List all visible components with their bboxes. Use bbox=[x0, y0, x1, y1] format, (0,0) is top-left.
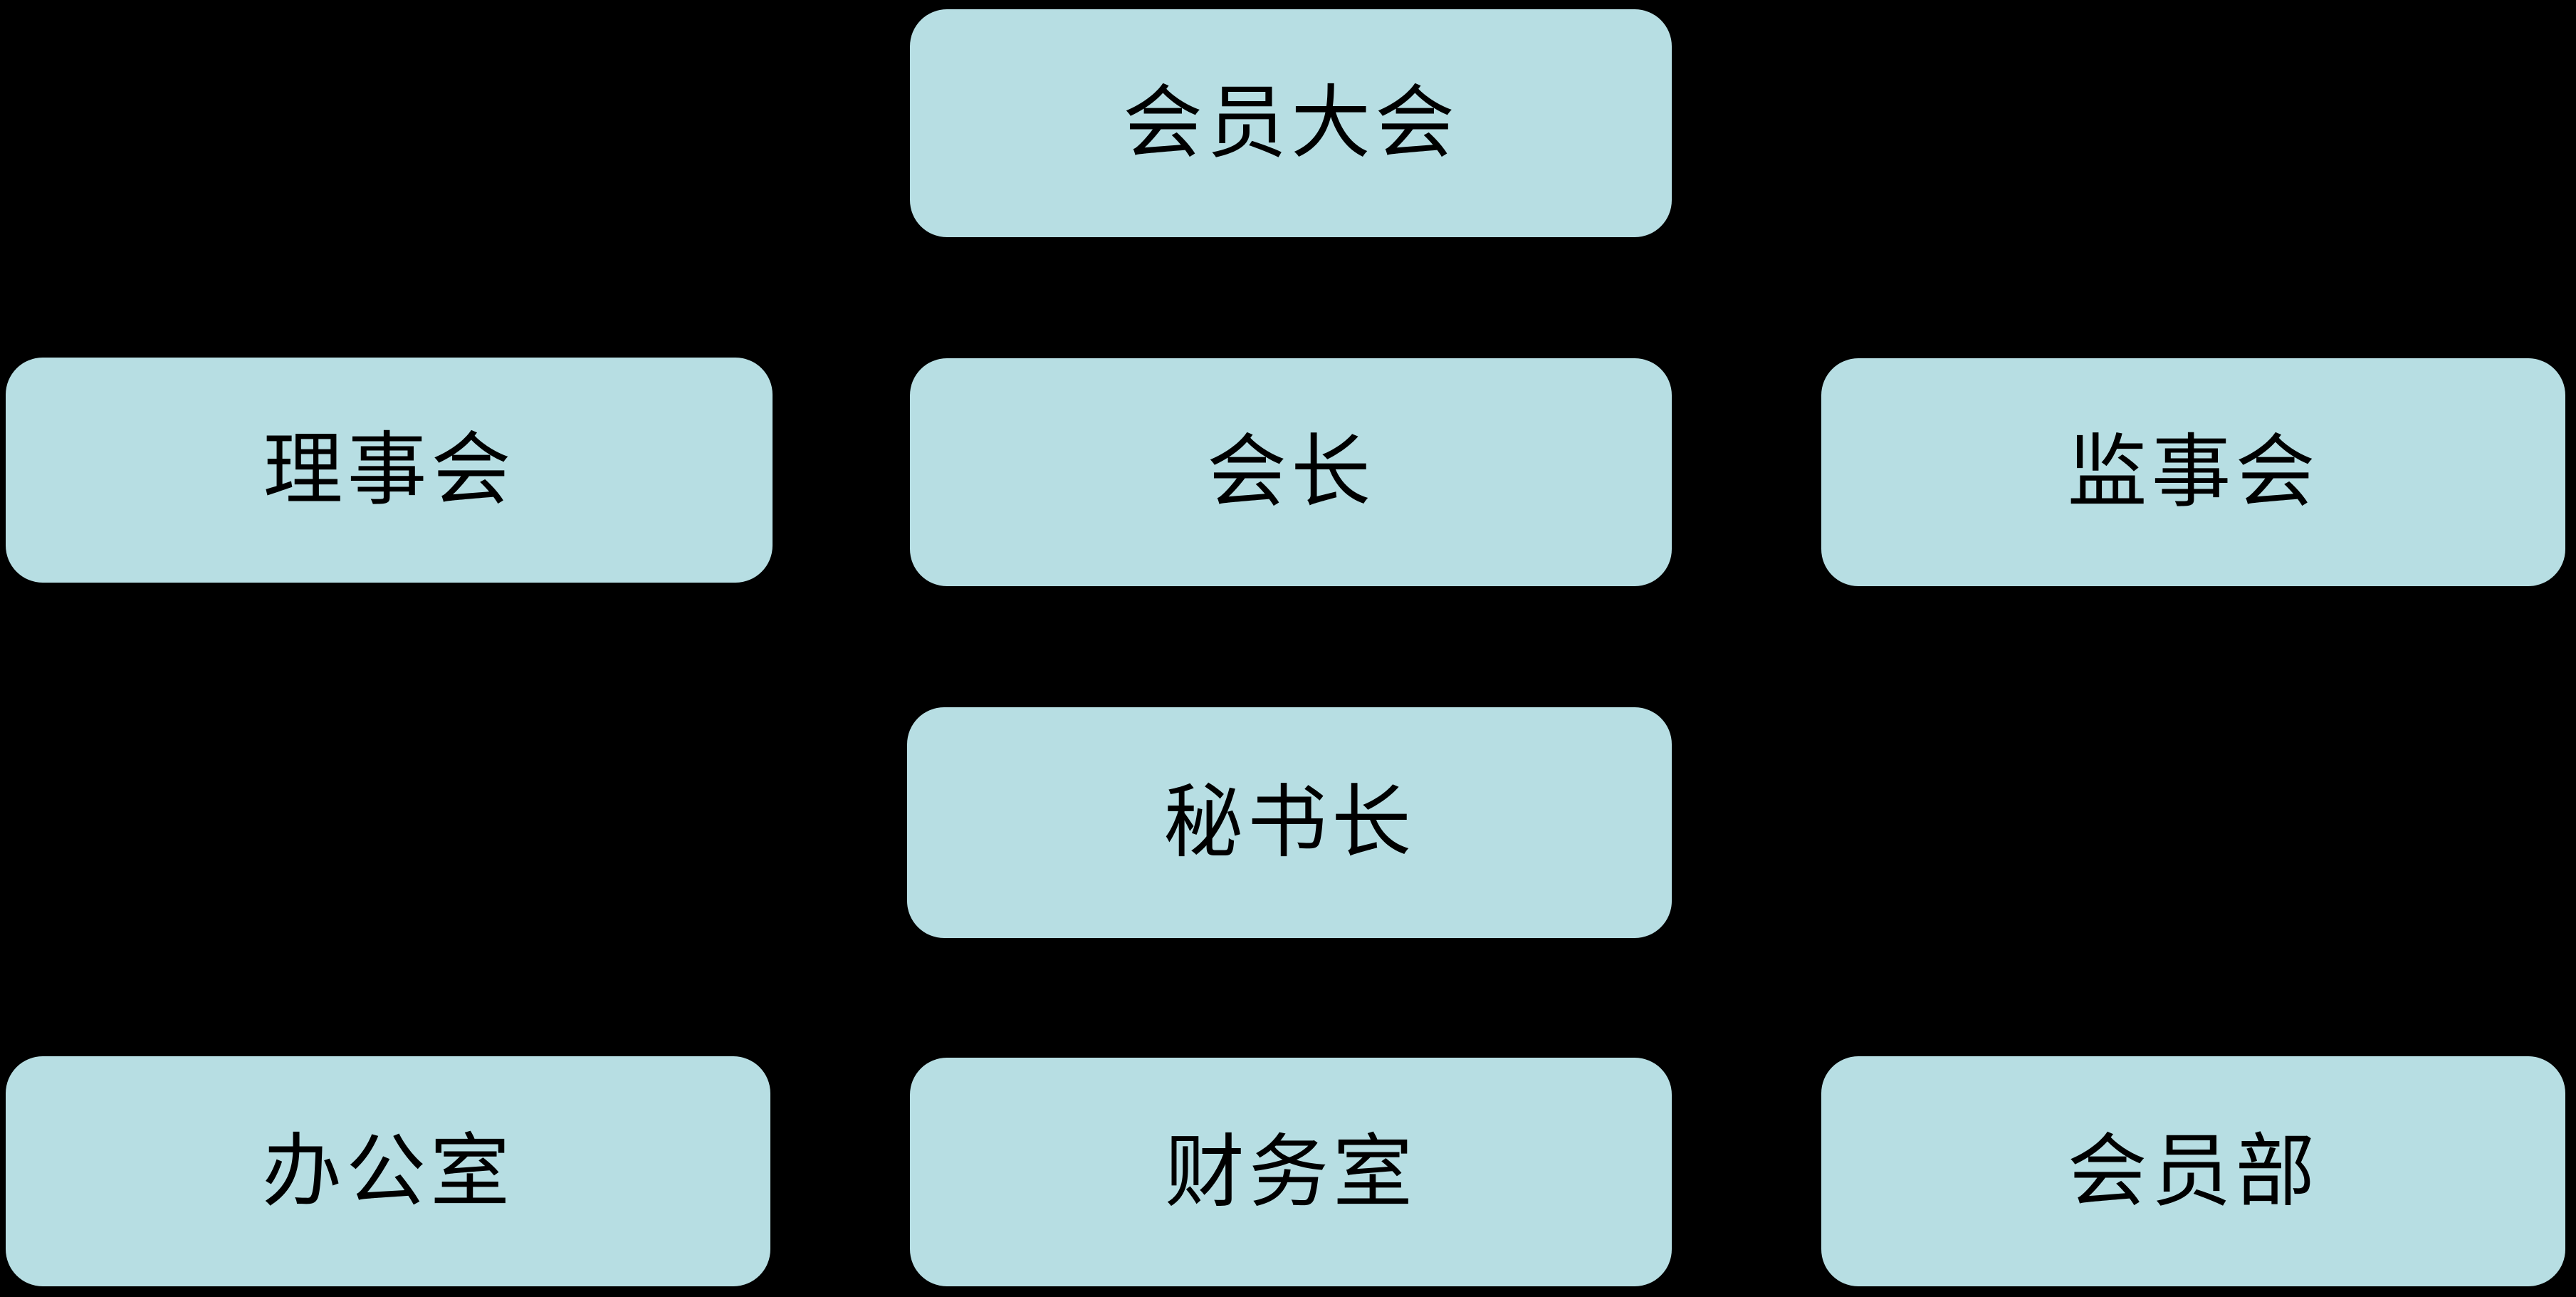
node-secretary-general: 秘书长 bbox=[907, 707, 1672, 938]
node-supervisory-board-label: 监事会 bbox=[2067, 426, 2320, 519]
node-secretary-general-label: 秘书长 bbox=[1163, 776, 1415, 869]
node-council: 理事会 bbox=[6, 358, 773, 583]
node-office-label: 办公室 bbox=[262, 1125, 514, 1218]
node-finance-office: 财务室 bbox=[910, 1058, 1672, 1286]
node-member-assembly-label: 会员大会 bbox=[1123, 77, 1459, 170]
node-finance-office-label: 财务室 bbox=[1165, 1125, 1417, 1219]
node-council-label: 理事会 bbox=[263, 424, 515, 516]
node-supervisory-board: 监事会 bbox=[1821, 358, 2565, 586]
node-president-label: 会长 bbox=[1207, 426, 1375, 519]
node-office: 办公室 bbox=[6, 1056, 770, 1286]
node-membership-dept-label: 会员部 bbox=[2067, 1125, 2320, 1218]
node-membership-dept: 会员部 bbox=[1821, 1056, 2565, 1286]
node-member-assembly: 会员大会 bbox=[910, 9, 1672, 237]
node-president: 会长 bbox=[910, 358, 1672, 586]
